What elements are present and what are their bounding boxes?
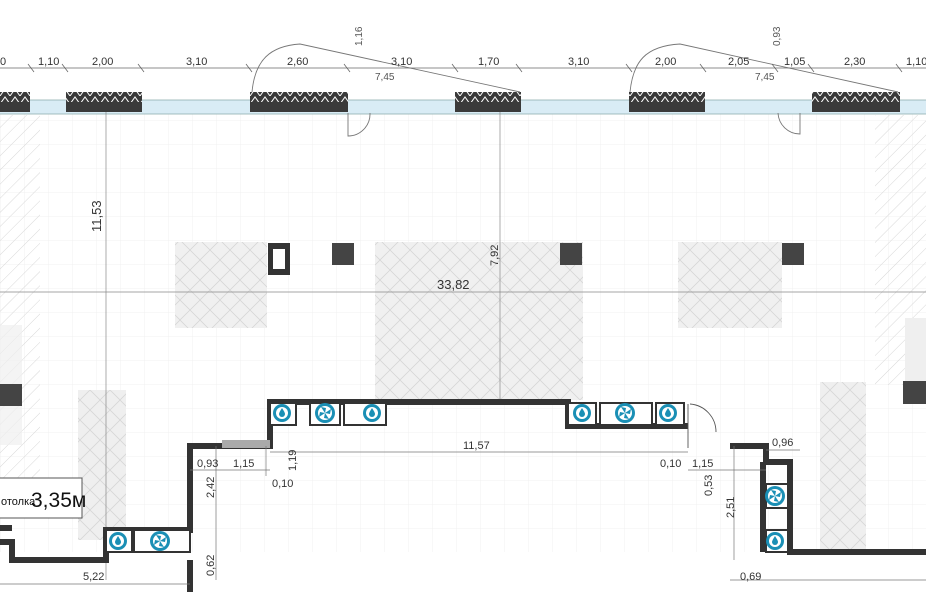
svg-text:0,96: 0,96: [772, 437, 793, 449]
fan-icon: [615, 403, 635, 423]
facade-radiators: [0, 92, 900, 112]
svg-text:2,60: 2,60: [287, 56, 308, 68]
niche-dimension-labels: 11,57 0,93 1,15 1,19 0,10 2,42 0,62 5,22…: [83, 437, 793, 583]
svg-text:отолка: отолка: [1, 496, 36, 508]
svg-text:2,00: 2,00: [92, 56, 113, 68]
svg-text:0,10: 0,10: [660, 458, 681, 470]
svg-text:1,15: 1,15: [692, 458, 713, 470]
svg-text:0,93: 0,93: [772, 26, 783, 46]
svg-text:1,10: 1,10: [906, 56, 926, 68]
svg-text:0,10: 0,10: [272, 478, 293, 490]
water-drop-icon: [109, 532, 127, 550]
svg-text:2,51: 2,51: [725, 497, 737, 518]
fan-icon: [765, 486, 785, 506]
svg-text:0,53: 0,53: [703, 475, 715, 496]
svg-text:1,05: 1,05: [784, 56, 805, 68]
water-drop-icon: [573, 404, 591, 422]
niche-dimension-lines: [0, 446, 926, 585]
water-drop-icon: [363, 404, 381, 422]
svg-text:1,10: 1,10: [38, 56, 59, 68]
svg-text:1,15: 1,15: [233, 458, 254, 470]
threshold-left: [222, 440, 270, 448]
svg-text:5,22: 5,22: [83, 571, 104, 583]
svg-text:1,19: 1,19: [287, 450, 299, 471]
svg-text:2,00: 2,00: [655, 56, 676, 68]
ceiling-height-label: отолка 3,35м: [0, 477, 86, 519]
svg-text:1,70: 1,70: [478, 56, 499, 68]
top-dimension-labels: 0 1,10 2,00 3,10 2,60 3,10 1,70 3,10 2,0…: [0, 26, 926, 83]
niche-door-swing: [687, 403, 717, 448]
interior-dimension-lines: [0, 112, 926, 580]
svg-text:3,35м: 3,35м: [31, 489, 86, 512]
water-drop-icon: [766, 532, 784, 550]
svg-text:7,45: 7,45: [755, 72, 775, 83]
svg-text:2,42: 2,42: [205, 477, 217, 498]
right-light-zone: [905, 318, 926, 398]
svg-text:3,10: 3,10: [568, 56, 589, 68]
water-drop-icon: [273, 404, 291, 422]
water-drop-icon: [659, 404, 677, 422]
room-length-label: 33,82: [437, 277, 470, 292]
svg-text:0,62: 0,62: [205, 555, 217, 576]
svg-text:2,05: 2,05: [728, 56, 749, 68]
svg-text:0: 0: [0, 56, 6, 68]
depth-left-label: 11,53: [89, 200, 104, 232]
fan-icon: [315, 403, 335, 423]
svg-text:1,16: 1,16: [354, 26, 365, 46]
fan-icon: [150, 531, 170, 551]
depth-mid-label: 7,92: [489, 245, 501, 266]
svg-text:7,45: 7,45: [375, 72, 395, 83]
columns: [0, 243, 926, 406]
svg-text:11,57: 11,57: [463, 440, 490, 452]
facade-door-swings: [251, 43, 899, 137]
svg-text:0,69: 0,69: [740, 571, 761, 583]
left-hatch-zone: [0, 115, 40, 505]
top-dimension-line: [0, 63, 926, 73]
svg-text:3,10: 3,10: [391, 56, 412, 68]
svg-text:2,30: 2,30: [844, 56, 865, 68]
svg-text:0,93: 0,93: [197, 458, 218, 470]
svg-text:3,10: 3,10: [186, 56, 207, 68]
